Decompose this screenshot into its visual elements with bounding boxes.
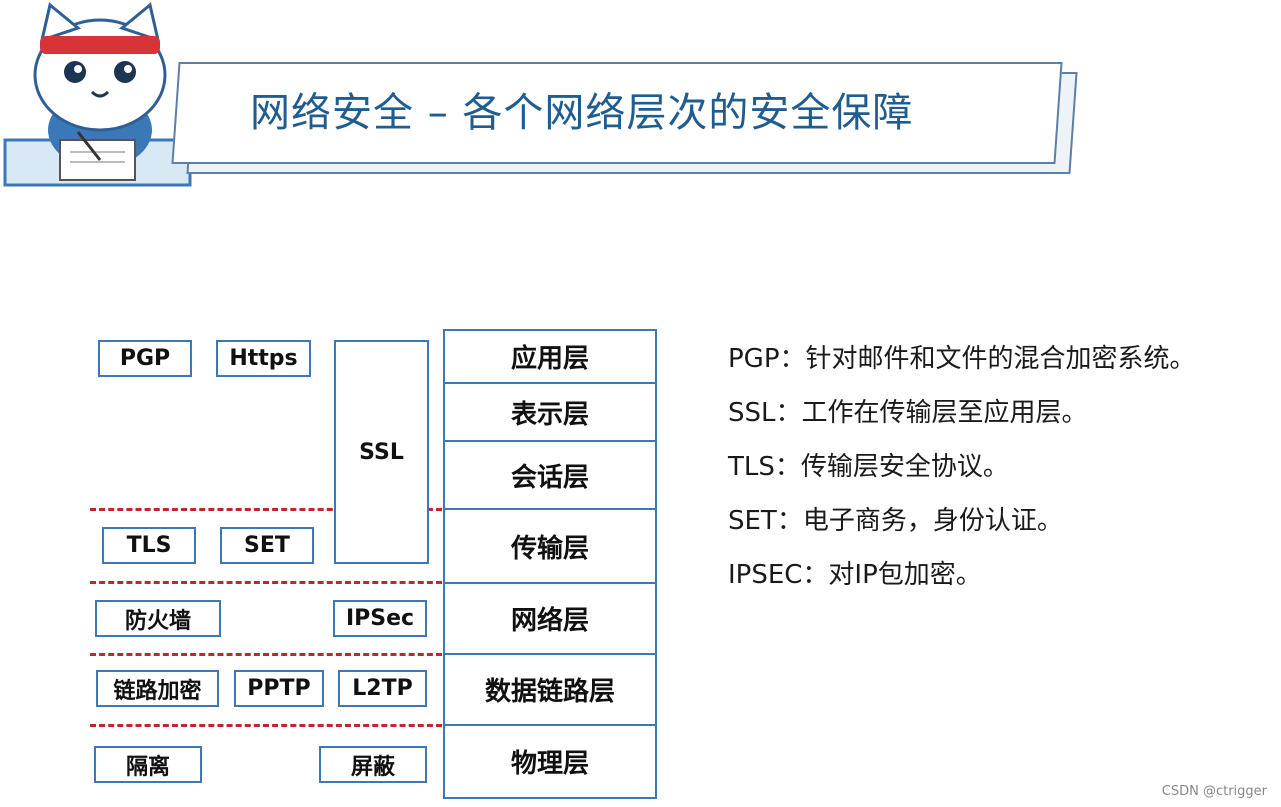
divider-network-datalink — [90, 653, 442, 656]
proto-firewall: 防火墙 — [95, 600, 221, 637]
proto-ssl: SSL — [334, 340, 429, 564]
proto-set: SET — [220, 527, 314, 564]
page-title: 网络安全 – 各个网络层次的安全保障 — [250, 88, 1050, 138]
proto-link-encryption: 链路加密 — [96, 670, 219, 707]
layer-network: 网络层 — [443, 582, 657, 655]
layer-data-link: 数据链路层 — [443, 653, 657, 726]
legend-item-ssl: SSL：工作在传输层至应用层。 — [728, 391, 1278, 445]
divider-transport-network — [90, 581, 442, 584]
legend: PGP：针对邮件和文件的混合加密系统。 SSL：工作在传输层至应用层。 TLS：… — [728, 337, 1278, 607]
cat-mascot-illustration — [0, 0, 200, 190]
layer-presentation: 表示层 — [443, 382, 657, 442]
proto-shielding: 屏蔽 — [319, 746, 427, 783]
layer-transport: 传输层 — [443, 508, 657, 584]
legend-item-pgp: PGP：针对邮件和文件的混合加密系统。 — [728, 337, 1278, 391]
layer-application: 应用层 — [443, 329, 657, 384]
watermark: CSDN @ctrigger — [1162, 784, 1267, 799]
layer-physical: 物理层 — [443, 724, 657, 799]
legend-item-tls: TLS：传输层安全协议。 — [728, 445, 1278, 499]
divider-datalink-physical — [90, 724, 442, 727]
proto-https: Https — [216, 340, 311, 377]
proto-pptp: PPTP — [234, 670, 324, 707]
layer-session: 会话层 — [443, 440, 657, 510]
legend-item-ipsec: IPSEC：对IP包加密。 — [728, 553, 1278, 607]
proto-pgp: PGP — [98, 340, 192, 377]
proto-ipsec: IPSec — [333, 600, 427, 637]
legend-item-set: SET：电子商务，身份认证。 — [728, 499, 1278, 553]
proto-isolation: 隔离 — [94, 746, 202, 783]
proto-l2tp: L2TP — [338, 670, 427, 707]
proto-tls: TLS — [102, 527, 196, 564]
